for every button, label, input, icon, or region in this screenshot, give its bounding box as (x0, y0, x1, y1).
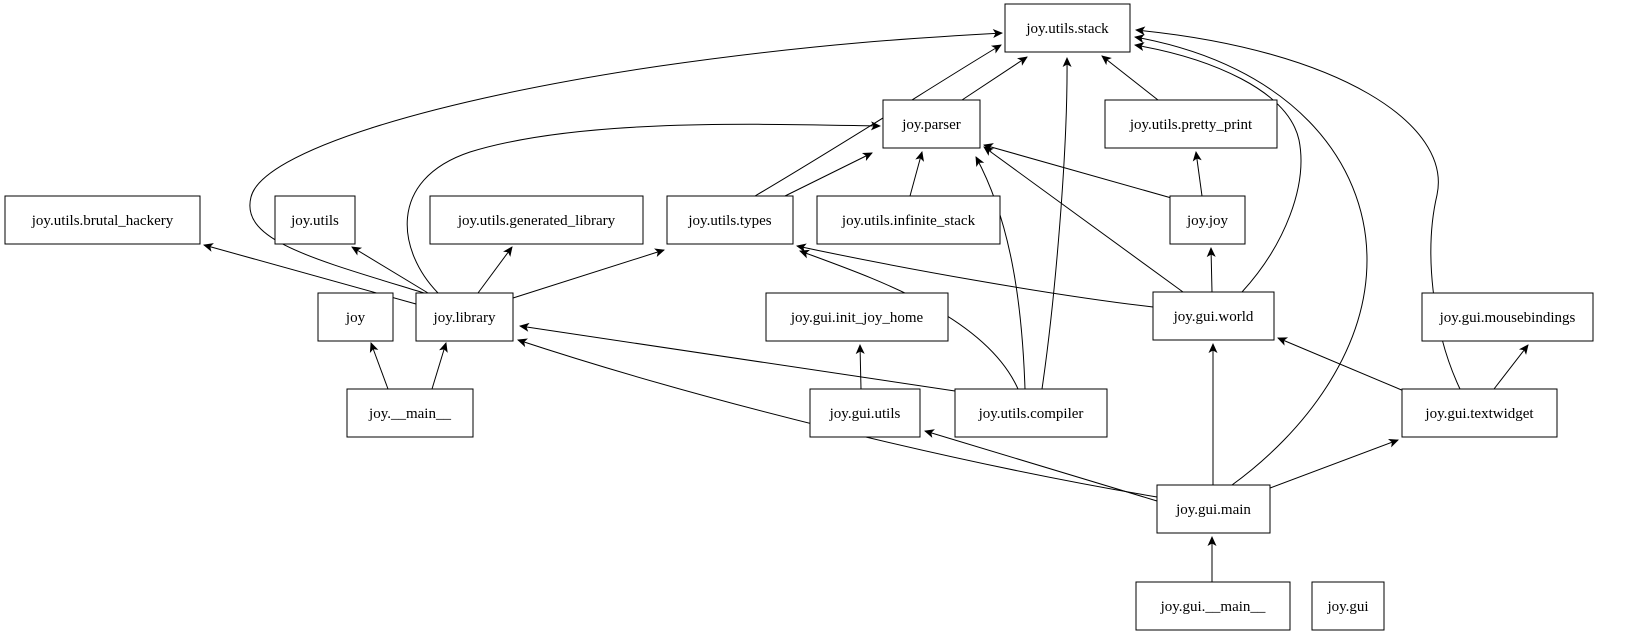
edge-joy.__main__->joy.library (431, 342, 448, 390)
node-label-joy.utils.generated_library: joy.utils.generated_library (457, 213, 616, 229)
edge-joy.library->joy.utils.types (512, 248, 665, 299)
node-label-joy: joy (345, 310, 366, 326)
edge-joy.library->joy.utils (351, 246, 429, 294)
node-label-joy.utils: joy.utils (290, 213, 339, 229)
node-box-joy.utils.generated_library (429, 195, 644, 245)
edge-joy.gui.world->joy.parser (983, 146, 1184, 293)
node-label-joy.parser: joy.parser (901, 117, 961, 133)
edge-joy.gui.textwidget->joy.gui.mousebindings (1493, 344, 1529, 390)
edge-joy.utils.infinite_stack->joy.parser (909, 151, 924, 197)
edge-joy.utils.compiler->joy.utils.stack (1041, 57, 1072, 390)
node-joy.utils.pretty_print: joy.utils.pretty_print (1104, 99, 1278, 149)
node-label-joy.gui: joy.gui (1326, 599, 1368, 615)
edge-joy.library->joy.utils.generated_library (477, 246, 513, 294)
edge-joy.gui.utils->joy.gui.init_joy_home (855, 344, 865, 390)
node-box-joy.gui (1311, 581, 1385, 631)
edge-joy.joy->joy.parser (983, 143, 1176, 200)
node-label-joy.utils.types: joy.utils.types (687, 213, 771, 229)
node-joy.utils.stack: joy.utils.stack (1004, 3, 1131, 53)
node-box-joy.gui.main (1156, 484, 1271, 534)
node-label-joy.gui.utils: joy.gui.utils (829, 406, 901, 422)
node-joy.utils.compiler: joy.utils.compiler (954, 388, 1108, 438)
node-box-joy.utils.stack (1004, 3, 1131, 53)
node-joy.gui.__main__: joy.gui.__main__ (1135, 581, 1291, 631)
node-joy.utils.infinite_stack: joy.utils.infinite_stack (816, 195, 1001, 245)
node-joy.utils.brutal_hackery: joy.utils.brutal_hackery (4, 195, 201, 245)
node-joy.gui.init_joy_home: joy.gui.init_joy_home (765, 292, 949, 342)
node-joy: joy (317, 292, 394, 342)
node-label-joy.joy: joy.joy (1186, 213, 1229, 229)
edge-joy.gui.textwidget->joy.gui.world (1277, 337, 1405, 392)
node-box-joy.utils.compiler (954, 388, 1108, 438)
edge-joy.__main__->joy (369, 342, 389, 390)
edge-joy.utils.compiler->joy.parser (975, 156, 1026, 390)
node-box-joy.utils.types (666, 195, 794, 245)
edge-joy.gui.world->joy.utils.types (796, 243, 1154, 308)
node-label-joy.utils.infinite_stack: joy.utils.infinite_stack (841, 213, 976, 229)
node-label-joy.gui.textwidget: joy.gui.textwidget (1424, 406, 1534, 422)
node-label-joy.library: joy.library (433, 310, 496, 326)
node-box-joy.parser (882, 99, 981, 149)
node-box-joy.gui.__main__ (1135, 581, 1291, 631)
edge-joy.gui.main->joy.utils.stack (1134, 34, 1368, 486)
node-joy.__main__: joy.__main__ (346, 388, 474, 438)
node-joy.gui.mousebindings: joy.gui.mousebindings (1421, 292, 1594, 342)
node-label-joy.gui.world: joy.gui.world (1173, 309, 1254, 325)
edge-joy.gui.world->joy.joy (1206, 247, 1216, 293)
node-joy.utils.types: joy.utils.types (666, 195, 794, 245)
node-box-joy.library (415, 292, 514, 342)
edge-joy.gui.main->joy.gui.textwidget (1269, 438, 1399, 489)
edge-joy.gui.main->joy.gui.utils (924, 429, 1158, 502)
node-label-joy.utils.stack: joy.utils.stack (1025, 21, 1109, 37)
node-joy.joy: joy.joy (1169, 195, 1246, 245)
node-joy.gui.textwidget: joy.gui.textwidget (1401, 388, 1558, 438)
node-joy.utils: joy.utils (274, 195, 356, 245)
node-label-joy.utils.pretty_print: joy.utils.pretty_print (1129, 117, 1253, 133)
edge-joy.library->joy.parser (406, 121, 881, 294)
edge-joy.utils.pretty_print->joy.utils.stack (1101, 55, 1159, 101)
node-box-joy.utils.pretty_print (1104, 99, 1278, 149)
node-joy.library: joy.library (415, 292, 514, 342)
edge-joy.parser->joy.utils.stack (961, 56, 1028, 101)
node-box-joy.gui.mousebindings (1421, 292, 1594, 342)
node-joy.gui.world: joy.gui.world (1152, 291, 1275, 341)
node-label-joy.utils.brutal_hackery: joy.utils.brutal_hackery (31, 213, 174, 229)
node-box-joy.utils.brutal_hackery (4, 195, 201, 245)
node-joy.gui.utils: joy.gui.utils (809, 388, 921, 438)
node-box-joy.__main__ (346, 388, 474, 438)
node-joy.utils.generated_library: joy.utils.generated_library (429, 195, 644, 245)
node-label-joy.gui.init_joy_home: joy.gui.init_joy_home (790, 310, 924, 326)
node-box-joy.gui.utils (809, 388, 921, 438)
node-box-joy (317, 292, 394, 342)
node-box-joy.utils.infinite_stack (816, 195, 1001, 245)
node-joy.parser: joy.parser (882, 99, 981, 149)
node-label-joy.utils.compiler: joy.utils.compiler (978, 406, 1084, 422)
node-box-joy.gui.init_joy_home (765, 292, 949, 342)
edge-joy.gui.world->joy.utils.stack (1134, 42, 1302, 293)
edge-joy.joy->joy.utils.pretty_print (1192, 151, 1203, 197)
node-box-joy.gui.textwidget (1401, 388, 1558, 438)
edge-joy.utils.compiler->joy.library (519, 322, 956, 392)
node-box-joy.gui.world (1152, 291, 1275, 341)
edge-joy.utils.types->joy.parser (784, 152, 873, 197)
node-label-joy.__main__: joy.__main__ (368, 406, 451, 422)
node-box-joy.joy (1169, 195, 1246, 245)
node-label-joy.gui.__main__: joy.gui.__main__ (1160, 599, 1266, 615)
node-label-joy.gui.main: joy.gui.main (1175, 502, 1251, 518)
node-joy.gui.main: joy.gui.main (1156, 484, 1271, 534)
node-box-joy.utils (274, 195, 356, 245)
node-joy.gui: joy.gui (1311, 581, 1385, 631)
node-label-joy.gui.mousebindings: joy.gui.mousebindings (1439, 310, 1576, 326)
